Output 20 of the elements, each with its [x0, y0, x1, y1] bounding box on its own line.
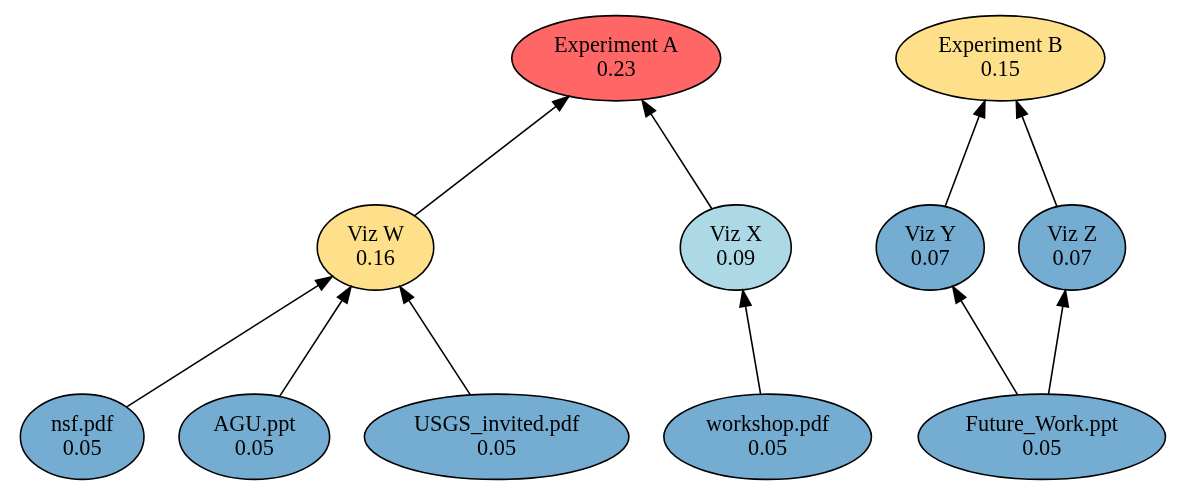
node-ellipse: nsf.pdf 0.05 [19, 392, 145, 480]
node-ellipse: Experiment A 0.23 [510, 14, 722, 102]
node-ellipse: Viz Z 0.07 [1017, 203, 1127, 291]
arrow [125, 274, 334, 408]
arrow [1047, 287, 1070, 395]
node-ellipse: AGU.ppt 0.05 [178, 392, 331, 480]
arrow [278, 284, 353, 397]
arrow [944, 98, 986, 207]
arrow [640, 97, 713, 209]
arrow [413, 94, 571, 216]
node-ellipse: Viz Y 0.07 [875, 203, 986, 291]
node-ellipse: USGS_invited.pdf 0.05 [363, 392, 630, 480]
node-ellipse: Viz X 0.09 [679, 203, 793, 291]
arrow [951, 284, 1019, 395]
arrow [1015, 98, 1058, 207]
node-ellipse: workshop.pdf 0.05 [663, 392, 873, 480]
arrow [398, 284, 472, 396]
node-ellipse: Experiment B 0.15 [895, 14, 1106, 102]
arrow [739, 287, 762, 395]
node-ellipse: Future_Work.ppt 0.05 [917, 392, 1167, 480]
